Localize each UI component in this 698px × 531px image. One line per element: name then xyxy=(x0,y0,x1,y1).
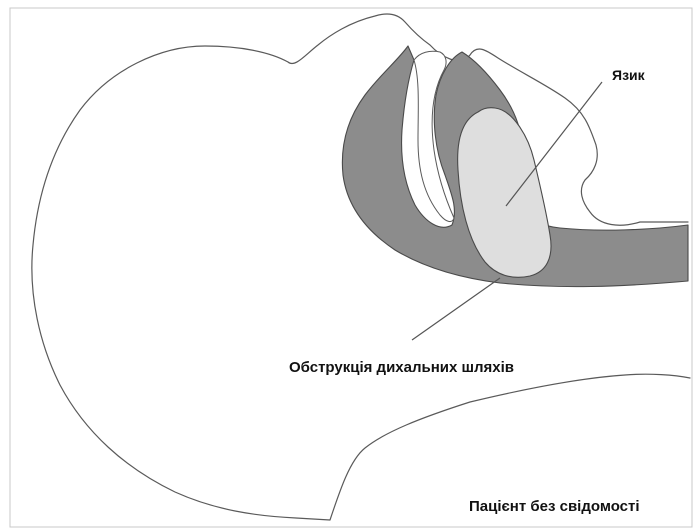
tongue-label: Язик xyxy=(612,67,646,83)
caption-label: Пацієнт без свідомості xyxy=(469,498,640,515)
obstruction-label: Обструкція дихальних шляхів xyxy=(289,359,514,376)
